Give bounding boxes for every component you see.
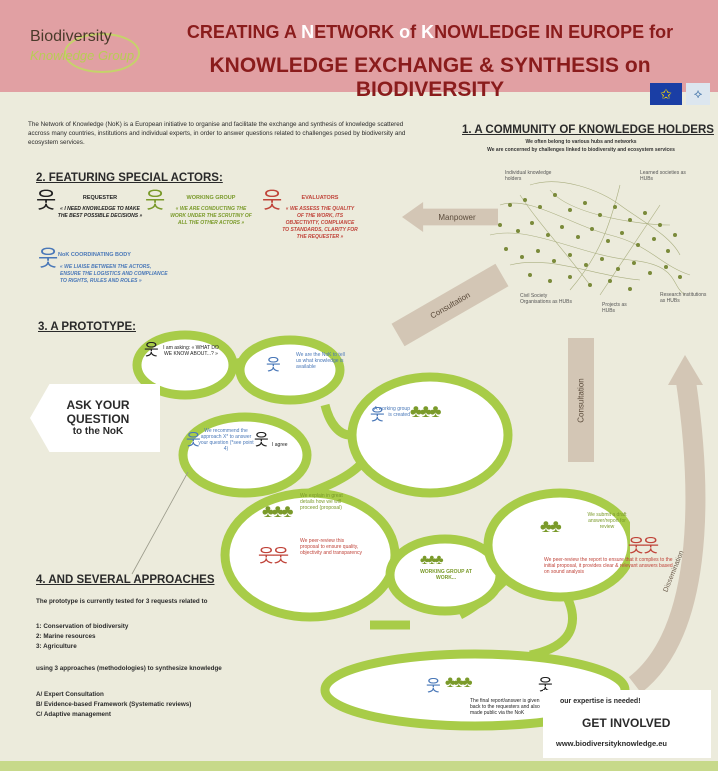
step-asking: I am asking: « WHAT DO WE KNOW ABOUT...?… [163, 345, 219, 357]
working-group-at-work-icon: ♣♣♣ [420, 551, 444, 567]
approach-c: C/ Adaptive management [36, 711, 111, 718]
approach-b: B/ Evidence-based Framework (Systematic … [36, 701, 192, 708]
nok-figure-step-icon: 웃 [266, 357, 281, 374]
intro-text: The Network of Knowledge (NoK) is a Euro… [28, 121, 406, 146]
bottom-bar [0, 761, 718, 771]
section4-title: 4. AND SEVERAL APPROACHES [36, 574, 215, 586]
get-involved-box[interactable] [543, 690, 711, 758]
approach-a: A/ Expert Consultation [36, 691, 104, 698]
approach-intro: The prototype is currently tested for 3 … [36, 598, 208, 605]
working-group-quote: « WE ARE CONDUCTING THE WORK UNDER THE S… [170, 206, 252, 226]
step-nok-tell: We are the NoK to tell us what knowledge… [296, 352, 345, 370]
logo-line1: Biodiversity [30, 28, 112, 45]
website-link[interactable]: www.biodiversityknowledge.eu [556, 739, 667, 748]
step-agree: I agree [272, 442, 288, 448]
working-group-figure-icon: 웃 [145, 188, 166, 213]
ask-line3: to the NoK [72, 426, 124, 437]
evaluators-title: EVALUATORS [301, 195, 339, 201]
logo-line2: Knowledge Group [30, 48, 135, 63]
asker-figure-icon: 웃 [144, 342, 159, 359]
label-projects: Projects as HUBs [602, 302, 627, 314]
step-explain: We explain in great details how we will … [300, 493, 343, 511]
ask-line1: ASK YOUR [66, 398, 130, 412]
community-network-illustration [489, 181, 691, 296]
working-group-trees-icon: ♣♣♣ [410, 401, 441, 421]
section1-title: 1. A COMMUNITY OF KNOWLEDGE HOLDERS [462, 124, 714, 136]
working-group-trees-icon-2: ♣♣♣ [262, 501, 293, 521]
working-group-submit-icon: ♣♣ [540, 516, 562, 536]
prototype-path-illustration [132, 330, 630, 731]
dissemination-arrow [628, 355, 706, 693]
nok-coordinating-title: NoK COORDINATING BODY [58, 252, 131, 258]
logo-leaf-oval [64, 33, 140, 73]
section3-title: 3. A PROTOTYPE: [38, 321, 136, 333]
requester-figure-icon: 웃 [36, 188, 57, 213]
get-involved-heading: GET INVOLVED [582, 716, 671, 730]
request-item-1: 1: Conservation of biodiversity [36, 623, 129, 630]
working-group-title: WORKING GROUP [186, 195, 236, 201]
poster-title-line2: KNOWLEDGE EXCHANGE & SYNTHESIS on BIODIV… [209, 54, 651, 101]
label-research-institutions: Research institutions as HUBs [660, 292, 707, 304]
manpower-label: Manpower [438, 212, 476, 222]
nok-figure-recommend-icon: 웃 [186, 432, 201, 449]
label-individual-holders: Individual knowledge holders [505, 170, 552, 182]
consultation-arrow-vertical: Consultation [568, 338, 594, 462]
step-recommend: We recommend the approach X* to answer y… [198, 428, 254, 452]
step-submit: We submit a draft answer/report for revi… [587, 512, 627, 530]
poster-title-line1: CREATING A NETWORK of KNOWLEDGE IN EUROP… [186, 22, 674, 42]
section2-title: 2. FEATURING SPECIAL ACTORS: [36, 172, 223, 184]
request-item-3: 3: Agriculture [36, 643, 77, 650]
section1-subtitle1: We often belong to various hubs and netw… [525, 139, 637, 145]
nok-coordinating-quote: « WE LIAISE BETWEEN THE ACTORS, ENSURE T… [60, 264, 168, 284]
approach-using: using 3 approaches (methodologies) to sy… [36, 665, 222, 672]
evaluator-figure-icon: 웃 [262, 188, 283, 213]
label-civil-society: Civil Society Organisations as HUBs [520, 293, 572, 305]
final-requester-icon: 웃 [538, 677, 553, 694]
partner-logo-icon: ⟡ [686, 83, 710, 105]
section1-subtitle2: We are concerned by challenges linked to… [487, 147, 675, 153]
consultation-label-1: Consultation [428, 289, 472, 321]
eu-flag-icon: ✩ [650, 83, 682, 105]
nok-figure-final-icon: 웃 [426, 678, 441, 695]
step-peer-review-2: We peer-review the report to ensure that… [544, 557, 673, 575]
step-at-work: WORKING GROUP AT WORK... [420, 569, 472, 581]
evaluators-review-icon: 웃웃 [628, 536, 659, 556]
connector-line [131, 471, 189, 575]
agreeing-requester-icon: 웃 [254, 432, 269, 449]
step-final-report: The final report/answer is given back to… [470, 698, 540, 716]
evaluators-figures-icon: 웃웃 [258, 546, 289, 566]
step-working-group: A working group is created [374, 406, 410, 418]
evaluators-quote: « WE ASSESS THE QUALITY OF THE WORK, ITS… [282, 206, 358, 240]
ask-line2: QUESTION [66, 412, 130, 426]
label-learned-societies: Learned societies as HUBs [640, 170, 686, 182]
nok-figure-icon: 웃 [38, 246, 59, 271]
ask-question-text: ASK YOUR QUESTION to the NoK [42, 398, 154, 437]
working-group-final-icon: ♣♣♣ [445, 674, 472, 691]
ask-question-callout[interactable] [30, 384, 160, 452]
requester-title: REQUESTER [82, 195, 118, 201]
request-item-2: 2: Marine resources [36, 633, 96, 640]
expertise-needed-text: our expertise is needed! [560, 698, 641, 705]
nok-figure-working-icon: 웃 [370, 407, 385, 424]
step-peer-review-1: We peer-review this proposal to ensure q… [300, 538, 362, 556]
requester-quote: « I NEED KNOWLEDGE TO MAKE THE BEST POSS… [57, 206, 143, 219]
